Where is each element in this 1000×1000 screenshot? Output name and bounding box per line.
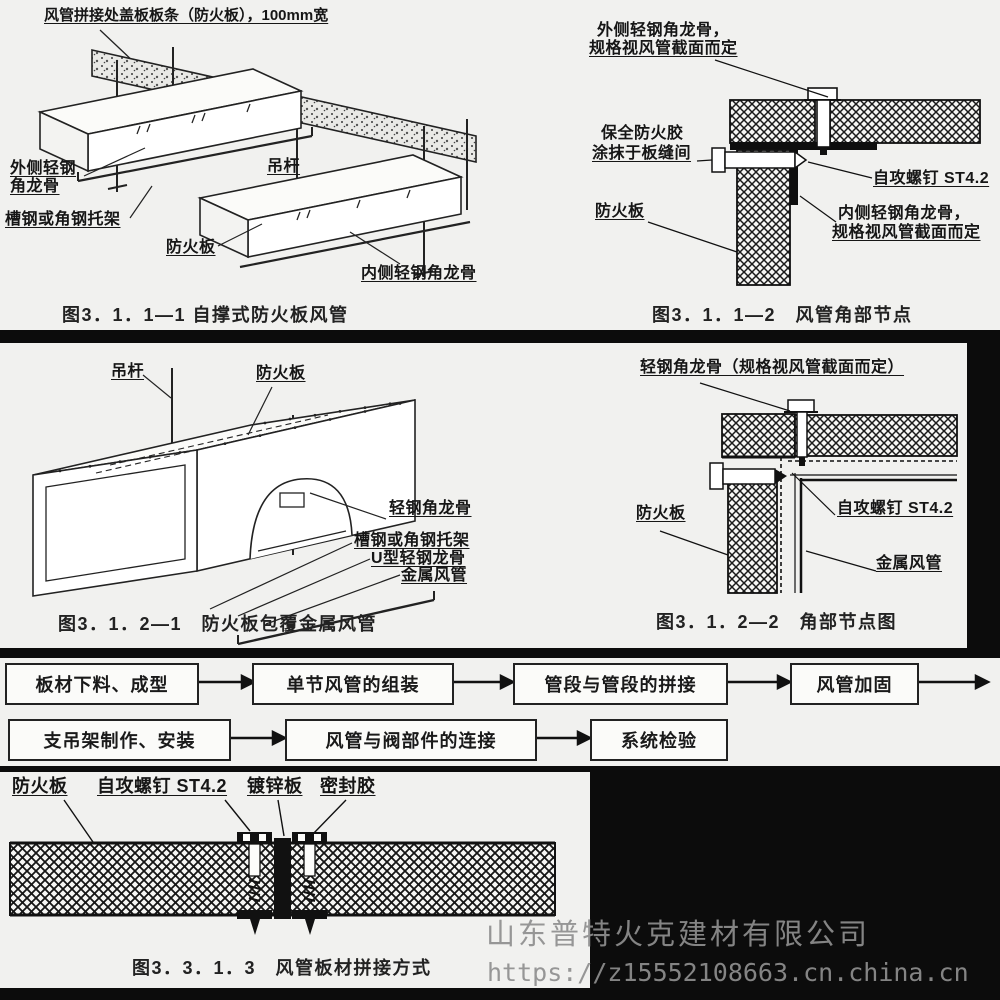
fig2-inner-keel-label: 内侧轻钢角龙骨， [838,205,971,222]
fig4-caption: 图3．1．2—2 角部节点图 [656,612,898,632]
flow-step-single-duct-assembly: 单节风管的组装 [252,663,454,705]
flow-step-valve-connection: 风管与阀部件的连接 [285,719,537,761]
fig5-board-splice-art [9,799,556,935]
fig2-fireboard-label: 防火板 [595,203,645,220]
fig3-bracket-label: 槽钢或角钢托架 [354,532,470,549]
section-divider-2 [0,648,1000,658]
flow-step-system-check: 系统检验 [590,719,728,761]
fig2-corner-node-art [647,59,981,286]
fig4-fireboard-label: 防火板 [636,505,686,522]
fig1-inner-keel-label: 内侧轻钢角龙骨 [361,265,477,282]
fig5-screw-label: 自攻螺钉 ST4.2 [97,776,228,796]
fig3-caption: 图3．1．2—1 防火板包覆金属风管 [58,614,378,634]
fig5-fireboard-label: 防火板 [12,776,68,796]
watermark-url: https://z15552108663.cn.china.cn [487,958,969,987]
fig3-keel-label: 轻钢角龙骨 [389,500,472,517]
fig1-fireboard-label: 防火板 [166,239,216,256]
flow-step-hanger-install: 支吊架制作、安装 [8,719,231,761]
bottom-right-black-block [590,772,1000,1000]
watermark-company: 山东普特火克建材有限公司 [486,919,871,951]
fig1-duct-isometric-art [37,29,477,277]
fig1-title-label: 风管拼接处盖板板条（防火板），100mm宽 [44,7,329,24]
fig2-firestop-glue-label: 保全防火胶 [601,125,684,142]
fig1-caption: 图3．1．1—1 自撑式防火板风管 [62,305,349,325]
fig2-outer-keel-label2: 规格视风管截面而定 [589,40,738,57]
fig2-screw-label: 自攻螺钉 ST4.2 [873,170,990,187]
fig2-firestop-glue-label2: 涂抹于板缝间 [592,145,692,162]
section-divider-3 [0,766,1000,772]
fig1-hanger-label: 吊杆 [267,158,301,175]
fig3-metal-duct-label: 金属风管 [401,567,468,584]
fig3-fireboard-label: 防火板 [256,365,306,382]
middle-right-black-band [967,343,1000,648]
fig4-screw-label: 自攻螺钉 ST4.2 [837,500,954,517]
fig5-caption: 图3．3．1．3 风管板材拼接方式 [132,958,432,978]
fig2-inner-keel-label2: 规格视风管截面而定 [832,224,981,241]
fig3-hanger-label: 吊杆 [111,363,145,380]
fig1-outer-keel-label: 外侧轻钢角龙骨 [10,160,77,195]
fig1-bracket-label: 槽钢或角钢托架 [5,211,121,228]
fig5-sealant-label: 密封胶 [320,776,376,796]
fig2-caption: 图3．1．1—2 风管角部节点 [652,305,913,325]
section-divider-1 [0,330,1000,343]
fig4-keel-label: 轻钢角龙骨（规格视风管截面而定） [640,359,905,376]
fig3-u-keel-label: U型轻钢龙骨 [371,550,466,567]
fig5-zinc-plate-label: 镀锌板 [247,776,303,796]
flowchart-arrows [195,673,991,747]
fig4-corner-node-art [659,382,958,594]
bottom-black-bar [0,988,590,1000]
flow-step-duct-reinforcement: 风管加固 [790,663,919,705]
flow-step-segment-splicing: 管段与管段的拼接 [513,663,728,705]
flow-step-cutting: 板材下料、成型 [5,663,199,705]
fig2-outer-keel-label: 外侧轻钢角龙骨， [597,22,730,39]
fig3-clad-duct-art [32,368,435,646]
fig4-metal-duct-label: 金属风管 [876,555,943,572]
